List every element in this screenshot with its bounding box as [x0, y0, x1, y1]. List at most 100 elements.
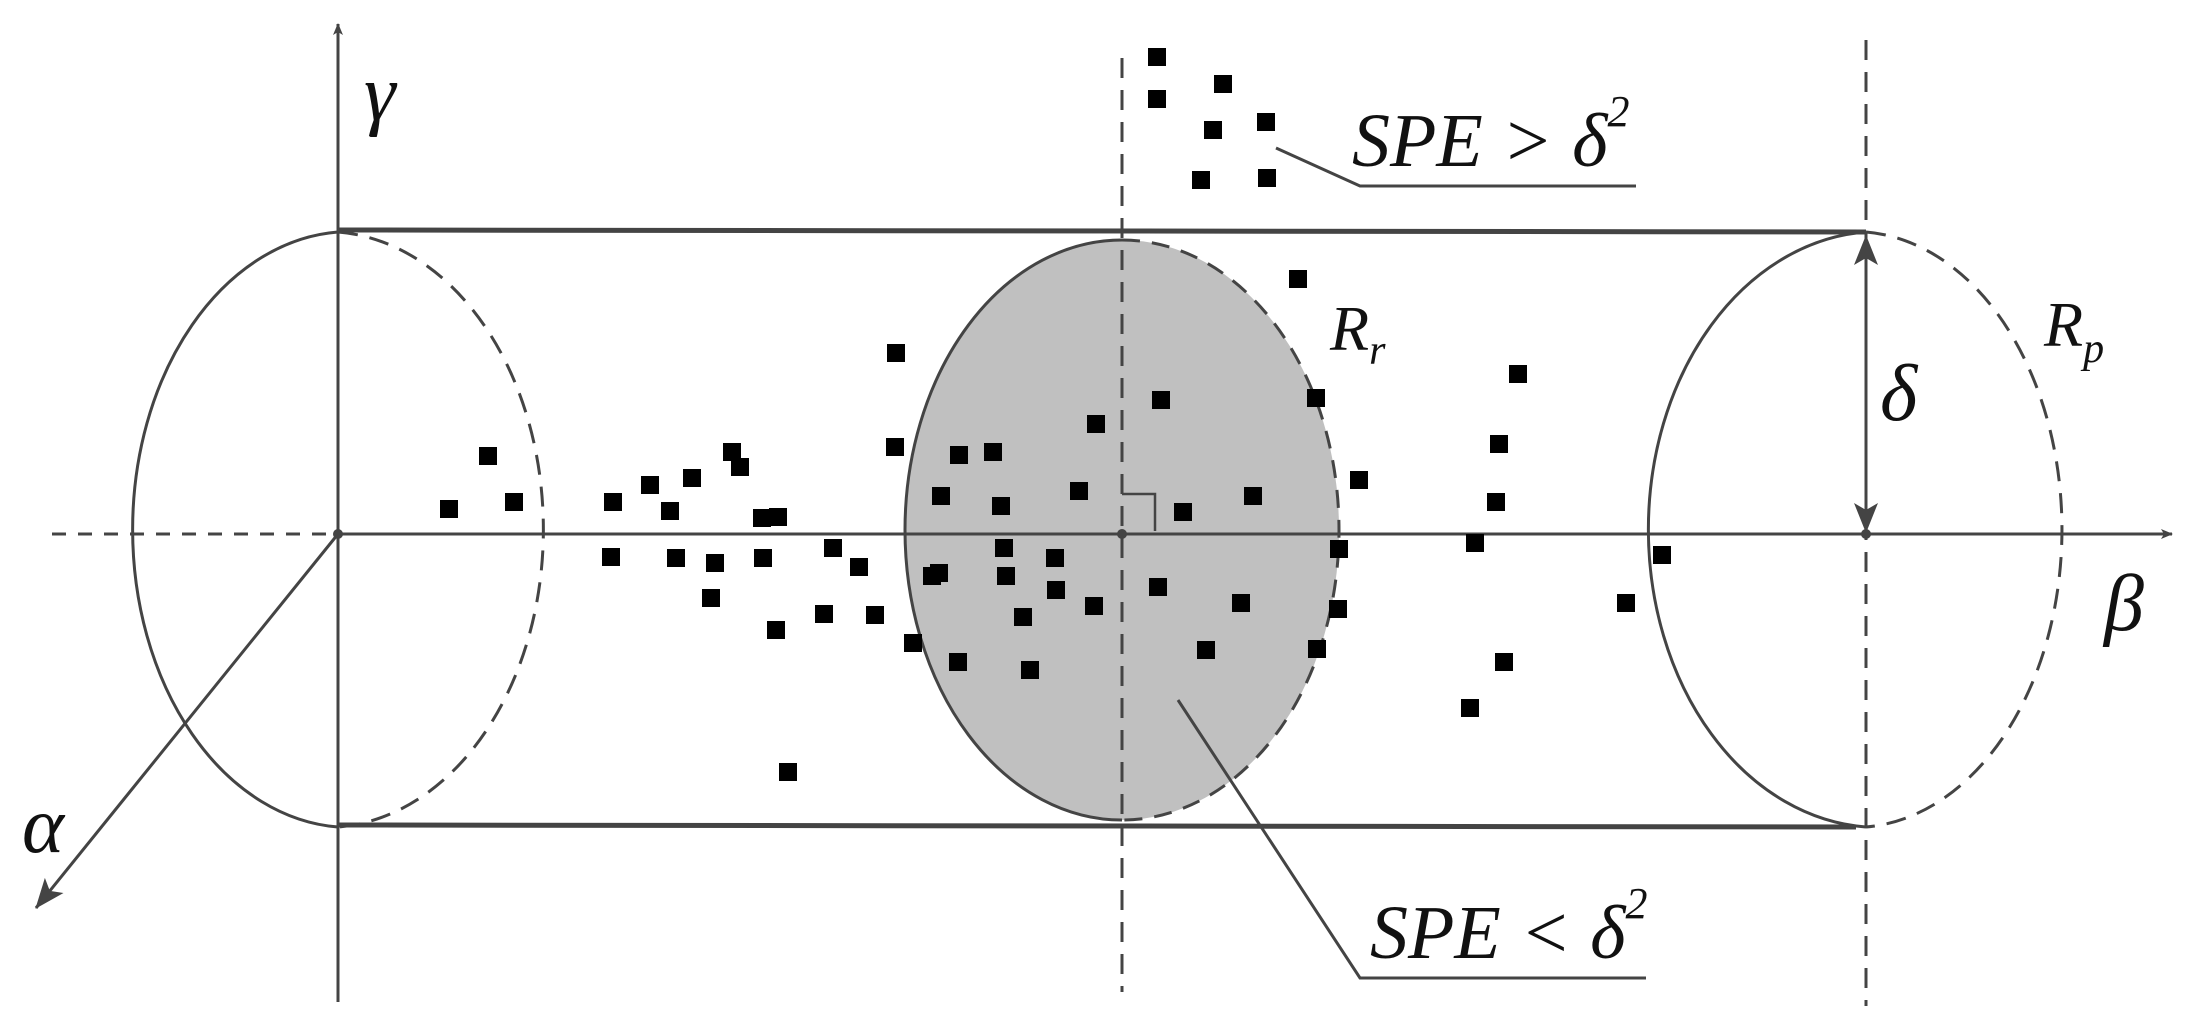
data-point	[1466, 534, 1484, 552]
data-point	[661, 502, 679, 520]
data-point	[1087, 415, 1105, 433]
data-point	[886, 438, 904, 456]
data-point	[723, 443, 741, 461]
data-point	[923, 567, 941, 585]
right-end-back-arc	[1865, 230, 2064, 829]
data-point	[505, 493, 523, 511]
data-point	[815, 605, 833, 623]
data-point	[1204, 121, 1222, 139]
right-dot	[1861, 529, 1871, 539]
center-dot	[1117, 529, 1127, 539]
data-point	[753, 509, 771, 527]
beta-axis-label: β	[2102, 560, 2144, 648]
data-point	[479, 447, 497, 465]
data-point	[1490, 435, 1508, 453]
spe-below-text: SPE < δ	[1370, 891, 1627, 975]
data-point	[984, 443, 1002, 461]
data-point	[1307, 389, 1325, 407]
data-point	[1350, 471, 1368, 489]
rp-label-main: R	[2043, 289, 2083, 360]
cylinder-right-end	[1646, 230, 2064, 829]
data-point	[1174, 503, 1192, 521]
data-point	[769, 508, 787, 526]
data-point	[702, 589, 720, 607]
spe-above-label: SPE > δ2	[1352, 87, 1629, 183]
cylinder-top-edge	[337, 227, 1867, 235]
data-point	[754, 549, 772, 567]
data-point	[1653, 546, 1671, 564]
data-point	[1021, 661, 1039, 679]
data-point	[949, 653, 967, 671]
gamma-axis-label: γ	[364, 50, 398, 138]
delta-label: δ	[1880, 350, 1919, 438]
data-point	[731, 458, 749, 476]
alpha-axis-label: α	[22, 782, 66, 870]
data-point	[1014, 608, 1032, 626]
data-point	[641, 476, 659, 494]
cross-section-front-arc	[903, 238, 1123, 822]
data-point	[1487, 493, 1505, 511]
data-point	[1148, 48, 1166, 66]
data-point	[1244, 487, 1262, 505]
data-point	[440, 500, 458, 518]
spe-below-exponent: 2	[1625, 879, 1647, 928]
data-point	[997, 567, 1015, 585]
data-point	[1085, 597, 1103, 615]
data-point	[1214, 75, 1232, 93]
data-point	[604, 493, 622, 511]
data-points	[440, 48, 1671, 781]
data-point	[1330, 540, 1348, 558]
rr-label-main: R	[1329, 293, 1369, 364]
left-end-front-arc	[131, 230, 339, 829]
data-point	[683, 469, 701, 487]
origin-dot	[333, 529, 343, 539]
data-point	[1617, 594, 1635, 612]
spe-above-text: SPE > δ	[1352, 99, 1609, 183]
data-point	[1289, 270, 1307, 288]
rp-label-sub: p	[2080, 326, 2104, 372]
data-point	[1197, 641, 1215, 659]
data-point	[824, 539, 842, 557]
data-point	[1461, 699, 1479, 717]
rp-label: Rp	[2043, 289, 2104, 372]
data-point	[1257, 113, 1275, 131]
data-point	[995, 539, 1013, 557]
data-point	[1308, 640, 1326, 658]
right-angle-marker	[1122, 492, 1157, 531]
cross-section-rr	[903, 238, 1341, 822]
data-point	[1148, 90, 1166, 108]
data-point	[779, 763, 797, 781]
data-point	[1152, 391, 1170, 409]
data-point	[850, 558, 868, 576]
data-point	[1258, 169, 1276, 187]
data-point	[992, 497, 1010, 515]
data-point	[1192, 171, 1210, 189]
left-end-back-arc	[337, 230, 545, 829]
data-point	[950, 446, 968, 464]
data-point	[667, 549, 685, 567]
right-end-front-arc	[1646, 230, 1867, 829]
data-point	[706, 554, 724, 572]
data-point	[1046, 549, 1064, 567]
data-point	[767, 621, 785, 639]
alpha-axis	[34, 533, 340, 909]
data-point	[887, 344, 905, 362]
rr-label: Rr	[1329, 293, 1386, 374]
spe-below-leader	[1176, 699, 1646, 980]
cylinder-bottom-edge	[337, 822, 1857, 830]
cross-section-back-arc	[1121, 238, 1341, 822]
data-point	[866, 606, 884, 624]
cylinder-left-end	[131, 230, 545, 829]
rr-label-sub: r	[1369, 328, 1386, 374]
data-point	[1149, 578, 1167, 596]
data-point	[602, 548, 620, 566]
spe-above-exponent: 2	[1607, 87, 1629, 136]
data-point	[1070, 482, 1088, 500]
data-point	[932, 487, 950, 505]
spe-below-label: SPE < δ2	[1370, 879, 1647, 975]
data-point	[1047, 581, 1065, 599]
data-point	[1509, 365, 1527, 383]
data-point	[904, 634, 922, 652]
data-point	[1232, 594, 1250, 612]
